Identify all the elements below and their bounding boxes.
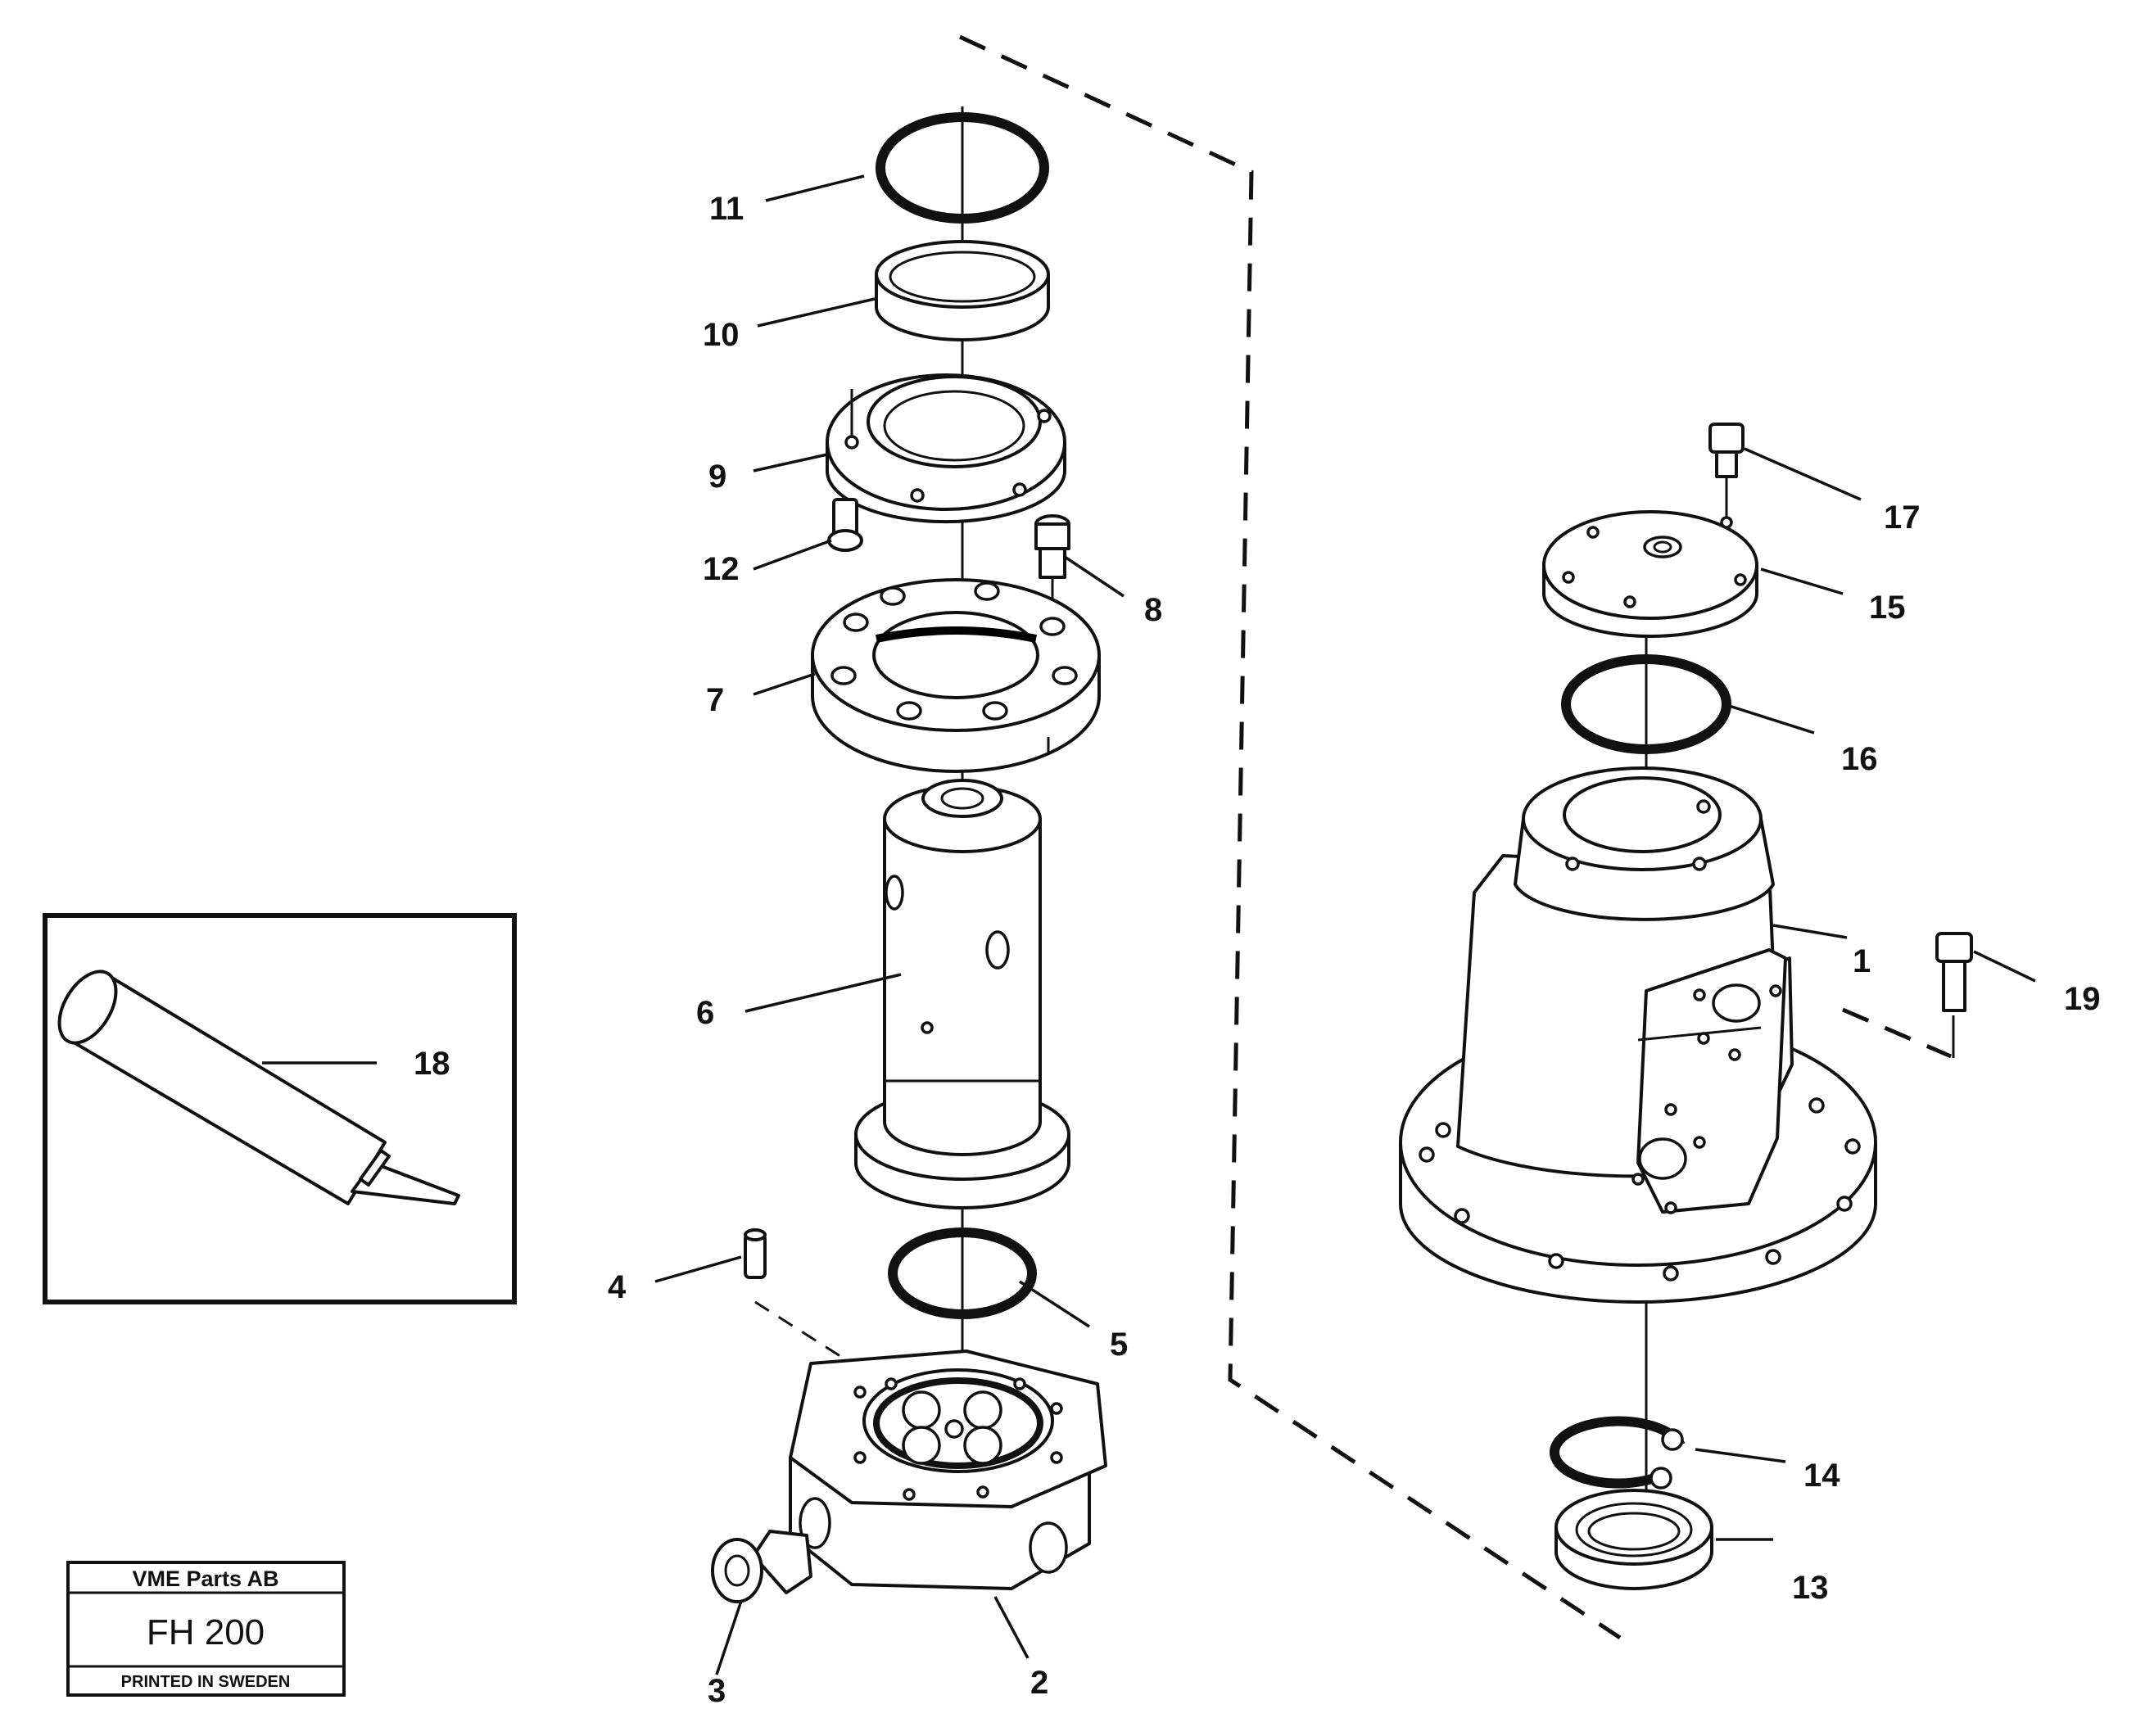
callout-6: 6	[696, 995, 714, 1031]
callout-12: 12	[703, 551, 740, 587]
callout-labels: 1 2 3 4 5 6 7 8 9 10 11 12 13 14 15 16 1…	[414, 191, 2101, 1709]
part-7-flange-ring	[811, 578, 1101, 773]
part-13-seal	[1554, 1489, 1713, 1590]
assembly-dashed-boundary	[958, 34, 1622, 1640]
callout-11: 11	[709, 191, 744, 227]
title-block-company: VME Parts AB	[132, 1566, 278, 1591]
part-19-bolt	[1935, 932, 1973, 1012]
part-1-housing	[1399, 766, 1877, 1304]
part-6-shaft	[854, 779, 1070, 1209]
callout-18: 18	[414, 1046, 450, 1082]
callout-10: 10	[703, 317, 740, 353]
part-4-pin	[744, 1228, 898, 1394]
part-14-snap-ring	[1550, 1416, 1686, 1490]
part-3-plug	[711, 1530, 812, 1603]
callout-4: 4	[608, 1269, 627, 1305]
part-17-bolt	[1708, 423, 1745, 520]
leader-lines	[262, 174, 2036, 1675]
inset-box-part-18	[43, 913, 517, 1304]
title-block-model: FH 200	[147, 1612, 265, 1652]
inset-frame	[43, 913, 517, 1304]
part-15-cover-plate	[1542, 510, 1758, 638]
part-10-bearing-ring	[875, 240, 1050, 341]
callout-19: 19	[2064, 981, 2101, 1017]
callout-3: 3	[708, 1673, 726, 1709]
callout-2: 2	[1030, 1665, 1048, 1701]
assembly-dashed-link-19	[1842, 1007, 1952, 1059]
callout-1: 1	[1853, 943, 1871, 979]
part-12-screw	[827, 498, 863, 552]
callout-14: 14	[1803, 1458, 1840, 1494]
part-11-o-ring	[876, 112, 1049, 224]
callout-13: 13	[1792, 1570, 1829, 1606]
callout-8: 8	[1144, 592, 1162, 628]
part-8-socket-screw	[1034, 514, 1070, 626]
title-block-footer: PRINTED IN SWEDEN	[121, 1673, 291, 1691]
callout-15: 15	[1869, 590, 1906, 626]
part-2-valve-block	[789, 1349, 1107, 1590]
callout-17: 17	[1884, 500, 1921, 536]
callout-9: 9	[708, 459, 726, 495]
callout-5: 5	[1110, 1327, 1128, 1363]
title-block: VME Parts AB FH 200 PRINTED IN SWEDEN	[66, 1561, 346, 1697]
callout-16: 16	[1841, 741, 1878, 777]
part-9-bearing-flange	[826, 373, 1066, 524]
part-5-o-ring	[888, 1227, 1037, 1319]
part-18-sealant-tube	[57, 970, 460, 1205]
callout-7: 7	[706, 682, 724, 718]
